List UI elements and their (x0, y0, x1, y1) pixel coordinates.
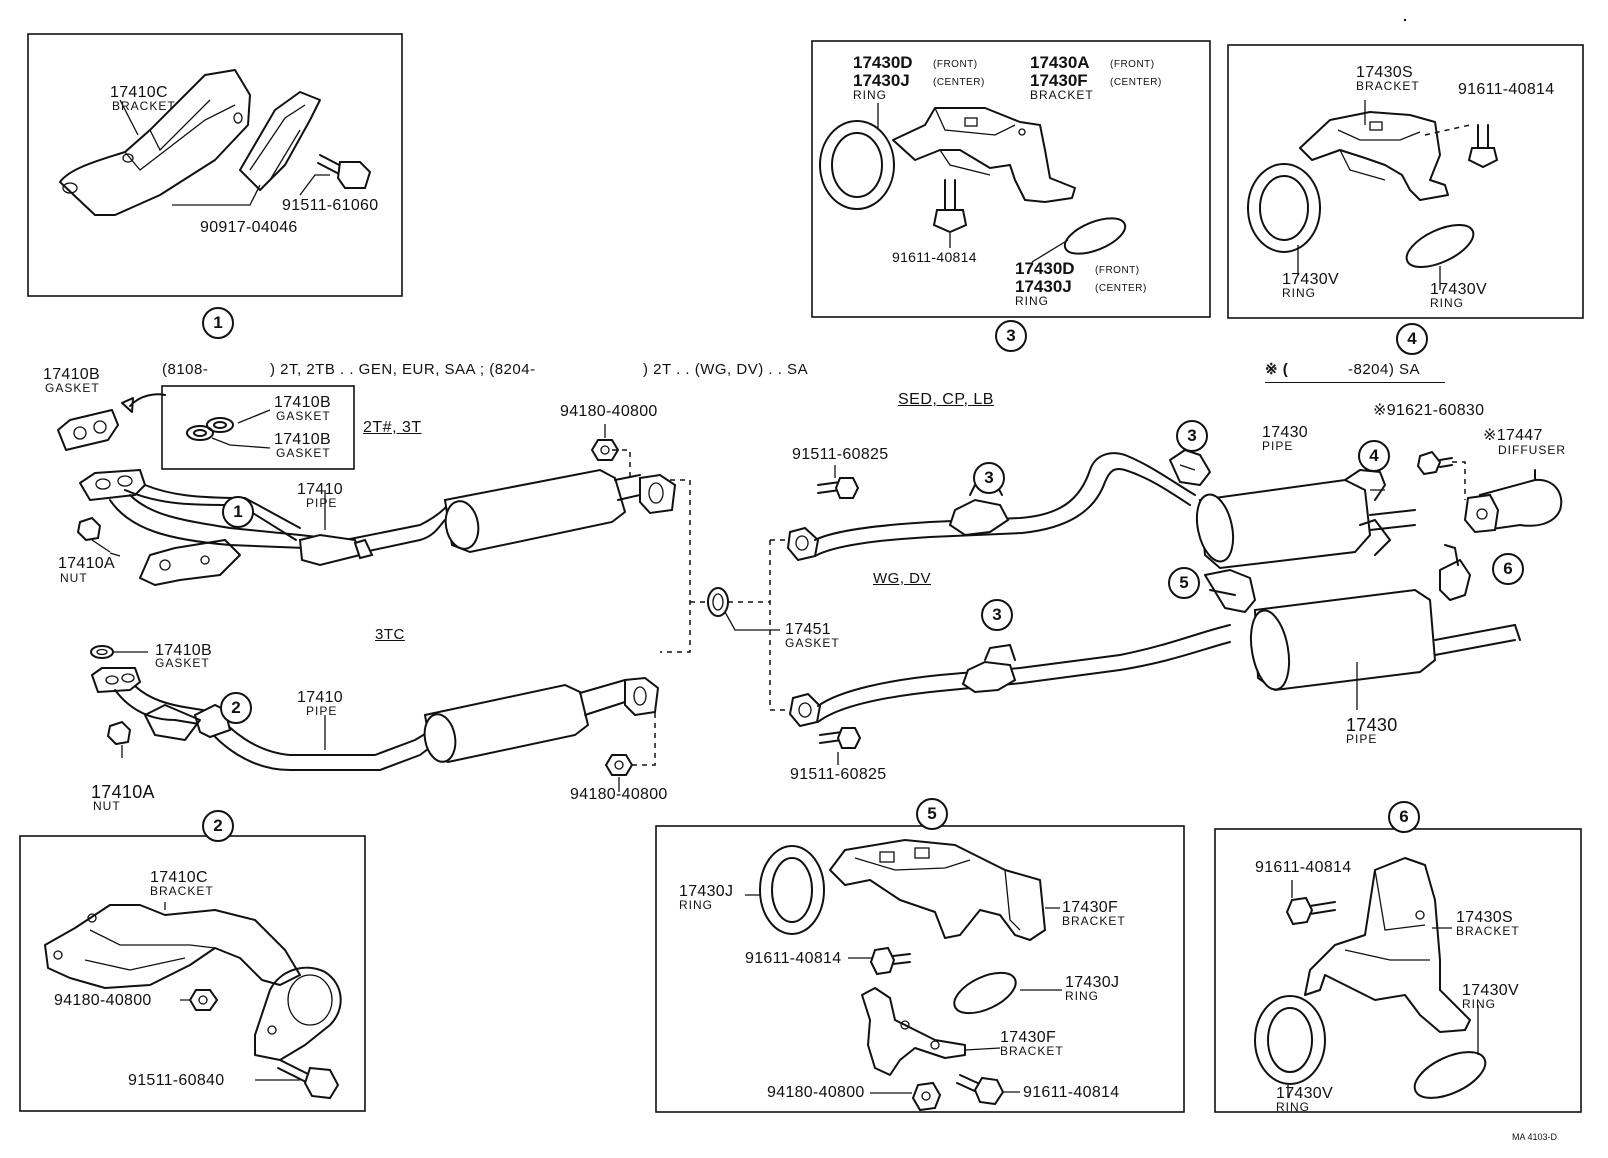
label-3tc: 3TC (375, 626, 405, 643)
hanger-5 (1204, 569, 1256, 613)
muffler-left-lower (423, 676, 660, 764)
label-sa-prefix: ※ ( (1265, 361, 1289, 378)
callout-4-main: 4 (1358, 440, 1390, 472)
label-17430D: 17430D (853, 53, 913, 72)
header-2t-wg: ) 2T . . (WG, DV) . . SA (643, 361, 809, 378)
gasket-17451 (707, 587, 729, 617)
gasket-top-left (57, 409, 119, 451)
label-wg-dv: WG, DV (873, 570, 931, 587)
inset2-bracket (44, 904, 301, 989)
inset5-bracket-bottom (861, 987, 966, 1076)
callout-3-c: 3 (981, 599, 1013, 631)
inset2-nut (188, 989, 219, 1011)
inset3-ring-left (819, 120, 895, 210)
bolt-91621 (1416, 450, 1453, 476)
header-2t-gen: ) 2T, 2TB . . GEN, EUR, SAA ; (8204- (270, 361, 536, 378)
nut-17410A-lower (106, 720, 132, 746)
callout-5-inset: 5 (916, 798, 948, 830)
gasket-box-items (186, 417, 234, 441)
callout-3-inset: 3 (995, 320, 1027, 352)
inset-2-frame (19, 835, 366, 1112)
label-91611-40814-i4: 91611-40814 (1458, 81, 1555, 98)
arrow-head (121, 397, 134, 413)
footer-code: MA 4103-D (1512, 1132, 1558, 1142)
inset6-ring-left (1254, 995, 1326, 1085)
inset4-ring-left (1247, 163, 1321, 253)
tailpipe-lower (788, 624, 1231, 728)
diffuser-17447 (1463, 469, 1563, 534)
inset1-bracket (59, 69, 251, 216)
inset5-bracket-top (829, 839, 1046, 941)
pipe-17410-lower (91, 667, 441, 771)
inset1-bolt (317, 154, 372, 189)
callout-4-inset: 4 (1396, 323, 1428, 355)
inset6-bracket (1304, 857, 1471, 1033)
inset5-ring-right (953, 971, 1017, 1015)
gasket-17410B-lower (90, 645, 114, 659)
callout-1: 1 (202, 307, 234, 339)
label-17430V-b: 17430V (1430, 281, 1487, 298)
bracket-under-pipe1 (139, 539, 241, 586)
inset-5-frame (655, 825, 1185, 1113)
gasket-sub-frame (161, 385, 355, 470)
callout-6-main: 6 (1492, 553, 1524, 585)
muffler-left-upper (443, 468, 677, 554)
inset3-bolt (932, 179, 968, 234)
label-17430V-a: 17430V (1282, 271, 1339, 288)
inset5-nut (911, 1081, 942, 1112)
inset5-bolt-top (869, 946, 911, 976)
callout-3-b: 3 (1176, 420, 1208, 452)
nut-94180-top (590, 439, 620, 461)
bolt-91511-upper (817, 477, 860, 499)
hanger-upper-3 (1169, 449, 1211, 486)
inset2-clamp (254, 966, 342, 1061)
inset5-bolt-bottom (956, 1074, 1005, 1106)
label-91611-40814: 91611-40814 (892, 249, 977, 265)
callout-2-main: 2 (220, 692, 252, 724)
muffler-lower (1249, 588, 1521, 692)
label-17430S: 17430S (1356, 64, 1413, 81)
inset2-bolt (277, 1059, 340, 1100)
inset3-ring-right (1063, 217, 1127, 255)
muffler-upper (1195, 469, 1416, 570)
arrow-curve (129, 393, 166, 407)
callout-5-main: 5 (1168, 567, 1200, 599)
label-sa-suffix: -8204) SA (1348, 361, 1421, 378)
hanger-6 (1439, 544, 1471, 601)
label-17430J: 17430J (853, 71, 910, 90)
header-8108: (8108- (162, 361, 209, 378)
inset-4-frame (1227, 44, 1584, 319)
callout-3-a: 3 (973, 462, 1005, 494)
bolt-91511-lower (819, 727, 862, 749)
label-2t-3t: 2T#, 3T (363, 419, 422, 436)
label-91511-61060: 91511-61060 (282, 197, 379, 214)
inset5-ring-top (759, 845, 825, 935)
inset1-clamp (239, 91, 321, 191)
inset6-ring-right (1413, 1051, 1487, 1099)
inset6-bolt (1285, 896, 1336, 926)
callout-1-main: 1 (222, 496, 254, 528)
label-bracket: BRACKET (112, 99, 176, 113)
inset3-bracket (892, 107, 1076, 203)
inset-1-frame (27, 33, 403, 297)
nut-94180-lower (604, 754, 634, 776)
label-17430A: 17430A (1030, 53, 1090, 72)
label-17430F: 17430F (1030, 71, 1088, 90)
pipe-17410-upper (79, 469, 461, 567)
inset4-ring-right (1405, 223, 1475, 269)
inset4-bracket (1299, 111, 1449, 201)
callout-6-inset: 6 (1388, 801, 1420, 833)
inset-3-frame (811, 40, 1211, 318)
inset4-bolt (1467, 124, 1499, 169)
label-sed-cp-lb: SED, CP, LB (898, 391, 994, 408)
callout-2-inset: 2 (202, 810, 234, 842)
label-17410C-top: 17410C (110, 84, 168, 101)
label-90917-04046: 90917-04046 (200, 219, 298, 236)
nut-17410A-top (76, 516, 102, 542)
